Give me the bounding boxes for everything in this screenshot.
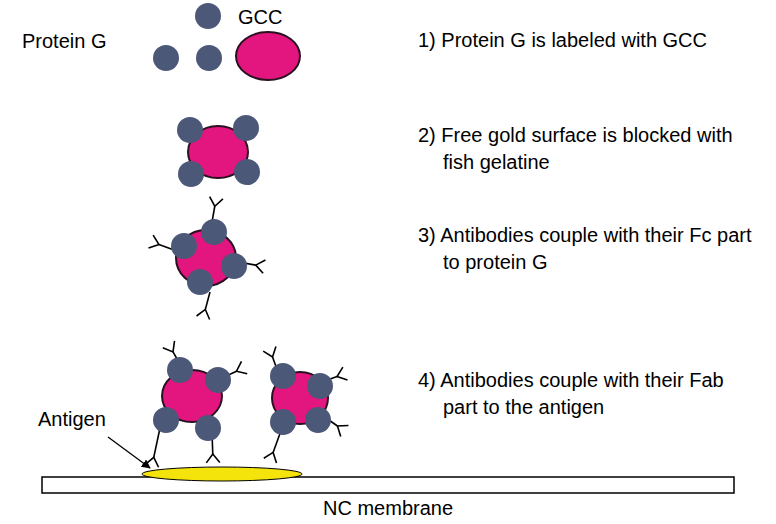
protein-g [305, 407, 331, 433]
protein-g [167, 357, 193, 383]
protein-g [205, 367, 231, 393]
protein-g [171, 233, 197, 259]
protein-g [153, 45, 179, 71]
protein-g [178, 161, 204, 187]
protein-g [233, 115, 259, 141]
protein-g [234, 159, 260, 185]
protein-g [307, 373, 333, 399]
part-label: NC membrane [323, 495, 453, 522]
protein-g [196, 45, 222, 71]
protein-g [270, 409, 296, 435]
protein-g [270, 363, 296, 389]
part-label: Protein G [22, 28, 106, 55]
gold-colloid [236, 32, 300, 80]
nc-membrane [42, 477, 734, 493]
protein-g [195, 3, 221, 29]
step-text: 2) Free gold surface is blocked with fis… [418, 122, 763, 176]
step-text: 3) Antibodies couple with their Fc part … [418, 222, 763, 276]
step-text: 4) Antibodies couple with their Fab part… [418, 367, 763, 421]
protein-g [221, 253, 247, 279]
protein-g [177, 117, 203, 143]
antigen-spot [142, 467, 302, 481]
leader-line [108, 437, 150, 468]
protein-g [153, 407, 179, 433]
step-text: 1) Protein G is labeled with GCC [418, 27, 763, 54]
part-label: GCC [238, 4, 282, 31]
protein-g [195, 415, 221, 441]
part-label: Antigen [38, 406, 106, 433]
protein-g [187, 269, 213, 295]
protein-g [201, 219, 227, 245]
